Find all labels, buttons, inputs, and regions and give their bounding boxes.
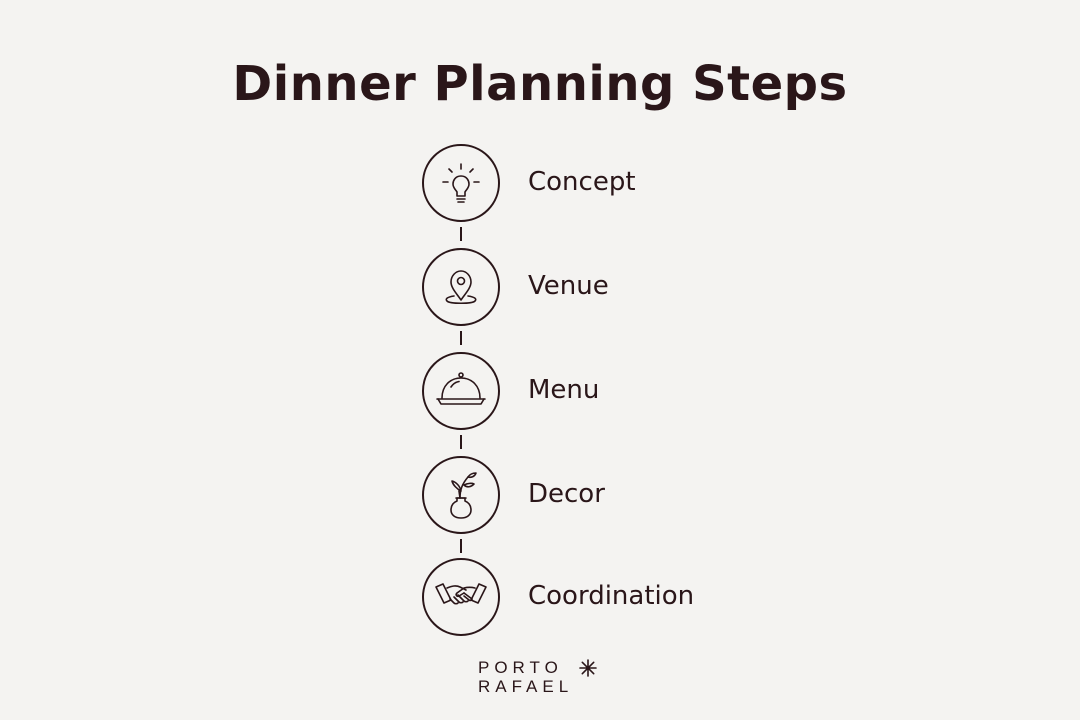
connector-line [460,227,462,241]
step-circle [422,248,500,326]
cloche-icon [436,372,486,405]
step-menu: Menu [422,352,822,430]
logo-line-2: RAFAEL [478,677,574,696]
brand-logo: PORTO RAFAEL [478,658,618,698]
page-title: Dinner Planning Steps [232,56,848,112]
step-label: Menu [528,375,600,405]
connector-line [460,331,462,345]
step-circle [422,352,500,430]
step-label: Decor [528,479,605,509]
lightbulb-icon [442,163,480,203]
step-coordination: Coordination [422,558,822,636]
step-concept: Concept [422,144,822,222]
step-label: Concept [528,167,636,197]
step-venue: Venue [422,248,822,326]
step-label: Venue [528,271,609,301]
handshake-icon [435,583,487,605]
step-decor: Decor [422,456,822,534]
connector-line [460,435,462,449]
step-circle [422,558,500,636]
step-circle [422,144,500,222]
step-label: Coordination [528,581,695,611]
star-icon [579,659,597,677]
vase-icon [450,472,477,519]
logo-line-1: PORTO [478,658,563,677]
step-circle [422,456,500,534]
map-pin-icon [445,270,477,305]
connector-line [460,539,462,553]
